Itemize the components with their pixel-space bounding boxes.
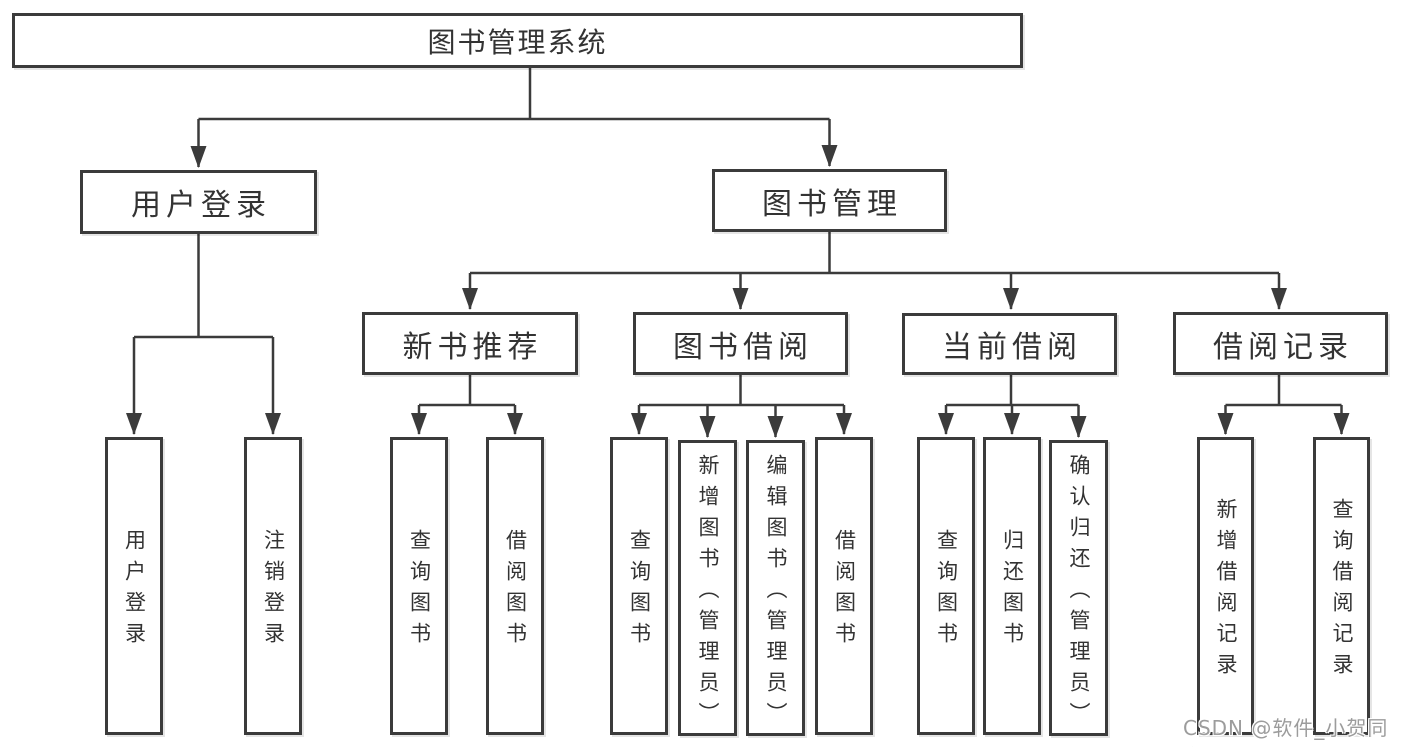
connector-current-borrow-split [946, 375, 1079, 407]
leaf-current-confirm-return-admin-label: 确认归还（管理员） [1067, 453, 1091, 733]
leaf-newbook-borrow-books: 借阅图书 [486, 437, 544, 735]
leaf-borrow-edit-books-admin-label: 编辑图书（管理员） [764, 453, 788, 733]
leaf-logout-label: 注销登录 [261, 529, 286, 653]
leaf-borrow-query-books: 查询图书 [610, 437, 668, 735]
leaf-borrow-add-books-admin-label: 新增图书（管理员） [696, 453, 720, 733]
leaf-borrow-borrow-books: 借阅图书 [815, 437, 873, 735]
node-book-borrow: 图书借阅 [633, 312, 848, 375]
connector-book-management-split [470, 232, 1279, 275]
leaf-newbook-query-books: 查询图书 [390, 437, 448, 735]
connector-group [126, 68, 1350, 438]
csdn-watermark: CSDN @软件_小贺同学 [1183, 716, 1389, 747]
leaf-records-query-record: 查询借阅记录 [1313, 437, 1370, 735]
connector-root-split [198, 68, 830, 121]
connector-user-login-split [134, 234, 273, 339]
leaf-current-confirm-return-admin: 确认归还（管理员） [1049, 440, 1108, 736]
leaf-newbook-query-books-label: 查询图书 [407, 529, 432, 653]
leaf-borrow-query-books-label: 查询图书 [627, 529, 652, 653]
node-current-borrow: 当前借阅 [902, 313, 1117, 375]
node-book-management: 图书管理 [712, 169, 947, 232]
node-root-system: 图书管理系统 [12, 13, 1023, 68]
leaf-borrow-add-books-admin: 新增图书（管理员） [678, 440, 737, 736]
node-borrow-records: 借阅记录 [1173, 312, 1388, 375]
connector-new-book-split [419, 375, 515, 407]
leaf-user-login: 用户登录 [105, 437, 163, 735]
leaf-borrow-edit-books-admin: 编辑图书（管理员） [746, 440, 805, 736]
leaf-borrow-borrow-books-label: 借阅图书 [832, 529, 857, 653]
leaf-user-login-label: 用户登录 [122, 529, 147, 653]
leaf-current-return-books: 归还图书 [983, 437, 1041, 735]
leaf-newbook-borrow-books-label: 借阅图书 [503, 529, 528, 653]
leaf-current-query-books-label: 查询图书 [934, 529, 959, 653]
node-new-book-recommend: 新书推荐 [362, 312, 578, 375]
leaf-current-return-books-label: 归还图书 [1000, 529, 1025, 653]
connector-borrow-records-split [1225, 375, 1342, 407]
leaf-current-query-books: 查询图书 [917, 437, 975, 735]
leaf-records-add-record: 新增借阅记录 [1197, 437, 1254, 735]
leaf-records-add-record-label: 新增借阅记录 [1214, 498, 1238, 684]
connector-book-borrow-split [639, 375, 844, 407]
leaf-records-query-record-label: 查询借阅记录 [1330, 498, 1354, 684]
leaf-logout: 注销登录 [244, 437, 302, 735]
node-user-login: 用户登录 [80, 170, 317, 234]
